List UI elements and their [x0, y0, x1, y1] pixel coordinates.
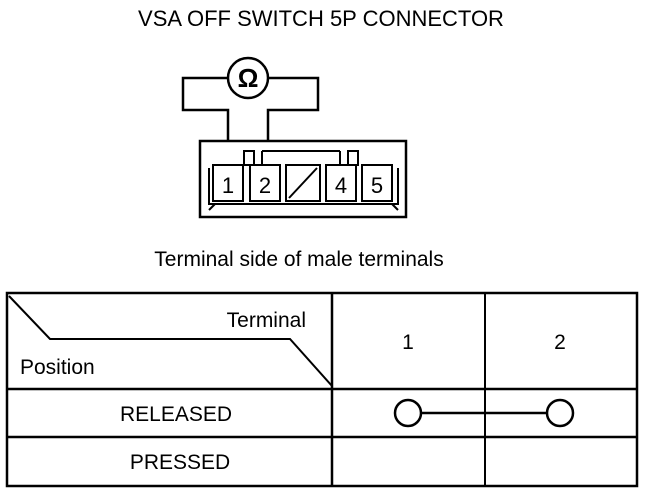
row-label-released: RELEASED — [120, 403, 232, 426]
pin-number-2: 2 — [259, 173, 271, 198]
terminal-header-2: 2 — [554, 331, 566, 354]
header-terminal-label: Terminal — [227, 309, 306, 332]
connector-5p: 1 2 4 5 — [198, 139, 408, 219]
pin-cell-2 — [249, 164, 281, 202]
pin-cell-1 — [212, 164, 244, 202]
continuity-table: Terminal Position 1 2 RELEASED PRESSED — [5, 291, 639, 488]
row-label-pressed: PRESSED — [130, 451, 230, 474]
connector-tab-right — [347, 150, 359, 166]
continuity-node-terminal-2 — [545, 398, 575, 428]
pin-number-4: 4 — [335, 173, 347, 198]
pin-cell-5 — [361, 164, 393, 202]
connector-inner-outline — [208, 168, 399, 205]
ohmmeter: Ω — [181, 56, 320, 165]
ohm-symbol: Ω — [238, 63, 259, 93]
continuity-mark-released — [393, 398, 575, 428]
connector-caption: Terminal side of male terminals — [154, 248, 443, 271]
pin-cell-4 — [325, 164, 357, 202]
header-diagonal — [8, 295, 333, 387]
connector-tab-left — [243, 150, 255, 166]
meter-lead-right — [266, 76, 320, 165]
meter-lead-left — [181, 76, 230, 165]
terminal-header-1: 1 — [402, 331, 414, 354]
pin-number-5: 5 — [371, 173, 383, 198]
unused-pin-slash — [288, 167, 318, 199]
header-position-label: Position — [20, 356, 95, 379]
diagram-title: VSA OFF SWITCH 5P CONNECTOR — [138, 6, 504, 31]
continuity-node-terminal-1 — [393, 398, 423, 428]
pin-number-1: 1 — [222, 173, 234, 198]
